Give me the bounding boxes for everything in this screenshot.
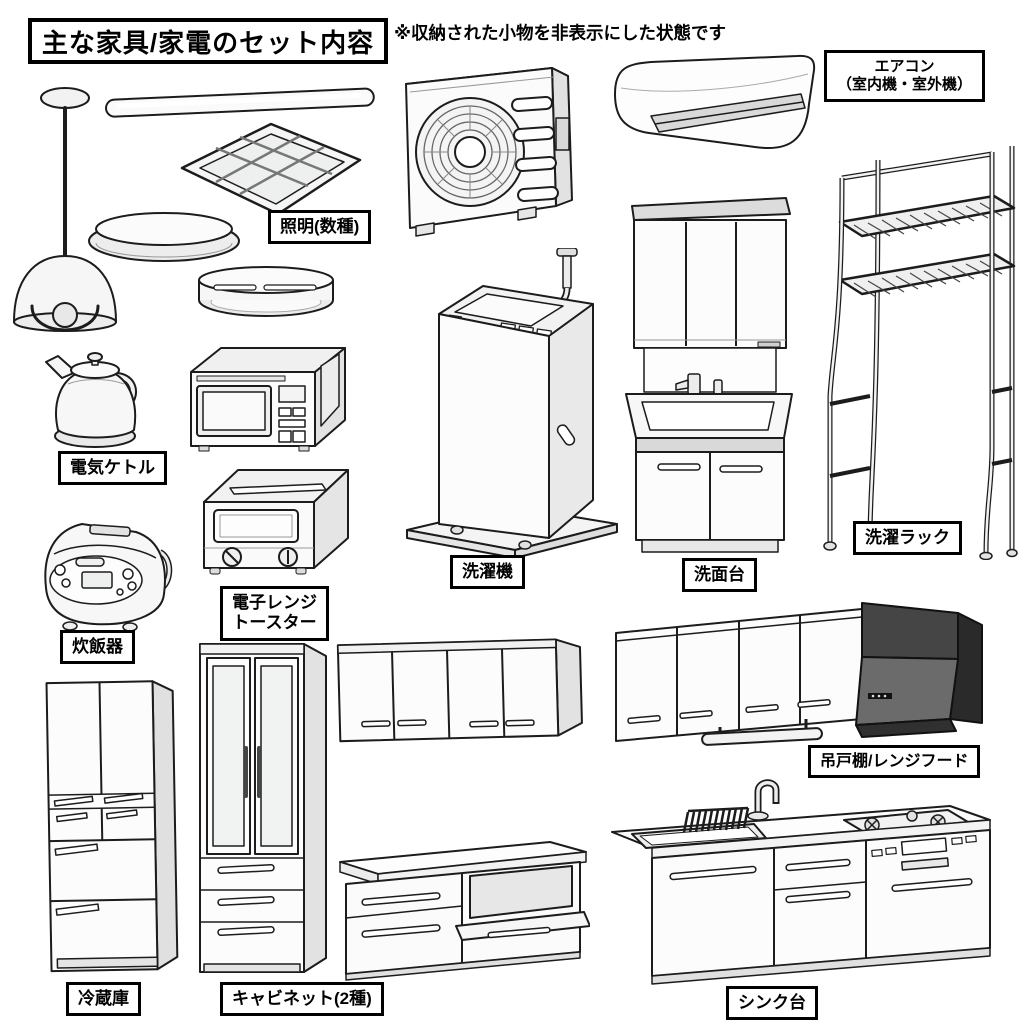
page-note: ※収納された小物を非表示にした状態です (394, 23, 727, 43)
label-cabinet: キャビネット(2種) (220, 982, 384, 1017)
wall-cabinet-illustration (336, 638, 583, 743)
tube-light-illustration (105, 87, 375, 118)
label-rice-cooker-text: 炊飯器 (72, 637, 123, 656)
label-cabinet-text: キャビネット(2種) (232, 989, 372, 1008)
ac-outdoor-unit-illustration (405, 67, 573, 237)
hanging-cupboard-range-hood-illustration (615, 602, 983, 746)
label-lighting-text: 照明(数種) (280, 217, 360, 236)
tall-cabinet-illustration (199, 643, 327, 973)
label-fridge-text: 冷蔵庫 (78, 989, 129, 1008)
low-cabinet-illustration (339, 841, 590, 981)
label-cupboard-hood-text: 吊戸棚/レンジフード (820, 753, 969, 770)
label-kettle-text: 電気ケトル (70, 458, 155, 477)
label-microwave-line2: トースター (232, 613, 317, 633)
label-microwave-line1: 電子レンジ (232, 593, 317, 612)
refrigerator-illustration (45, 680, 179, 973)
label-kettle: 電気ケトル (58, 451, 167, 486)
microwave-illustration (190, 347, 346, 452)
label-lighting: 照明(数種) (268, 210, 372, 245)
drum-ceiling-light-illustration (198, 266, 334, 317)
page-title: 主な家具/家電のセット内容 (28, 18, 388, 64)
vanity-washbasin-illustration (625, 197, 793, 553)
label-cupboard-hood: 吊戸棚/レンジフード (808, 745, 981, 779)
label-vanity-text: 洗面台 (694, 565, 745, 584)
label-washer: 洗濯機 (450, 555, 525, 590)
label-aircon-line2: （室内機・室外機） (837, 76, 973, 93)
label-vanity: 洗面台 (682, 558, 757, 593)
label-fridge: 冷蔵庫 (66, 982, 141, 1017)
ac-indoor-unit-illustration (614, 54, 816, 149)
label-washer-text: 洗濯機 (462, 562, 513, 581)
kitchen-sink-unit-illustration (611, 779, 991, 985)
label-sink: シンク台 (726, 986, 818, 1021)
square-ceiling-light-illustration (180, 122, 362, 216)
label-rice-cooker: 炊飯器 (60, 630, 135, 665)
label-sink-text: シンク台 (738, 993, 806, 1012)
page-title-text: 主な家具/家電のセット内容 (41, 27, 375, 58)
label-aircon: エアコン （室内機・室外機） (824, 50, 986, 102)
pendant-light-illustration (13, 87, 117, 332)
label-laundry-rack-text: 洗濯ラック (865, 528, 950, 547)
laundry-rack-illustration (823, 146, 1018, 560)
washing-machine-illustration (406, 248, 618, 559)
label-laundry-rack: 洗濯ラック (853, 521, 962, 556)
label-microwave-toaster: 電子レンジ トースター (220, 586, 329, 641)
electric-kettle-illustration (45, 352, 137, 448)
round-ceiling-light-illustration (88, 212, 240, 262)
toaster-oven-illustration (203, 469, 349, 575)
label-aircon-line1: エアコン (874, 58, 935, 75)
rice-cooker-illustration (44, 523, 173, 632)
